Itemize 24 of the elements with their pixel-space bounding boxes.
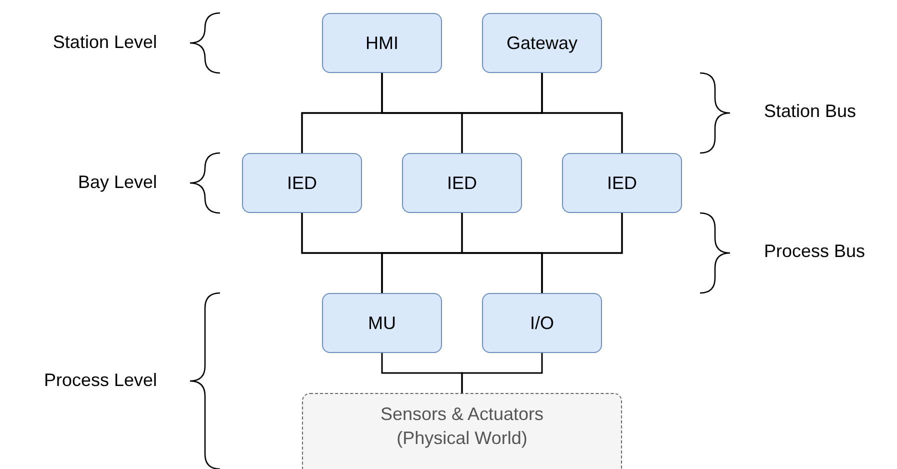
- process-box: [322, 293, 442, 353]
- process-box: [562, 153, 682, 213]
- process-box: [482, 293, 602, 353]
- connector-line: [541, 213, 623, 293]
- node-label: IED: [286, 172, 317, 195]
- level-label: Process Bus: [764, 241, 866, 262]
- level-label: Station Bus: [764, 101, 856, 122]
- node-label: MU: [368, 312, 396, 335]
- node-label: Gateway: [506, 32, 578, 55]
- node-label: IED: [446, 172, 477, 195]
- level-label: Bay Level: [78, 172, 157, 193]
- process-box: [482, 13, 602, 73]
- node-label: IED: [606, 172, 637, 195]
- process-box: [322, 13, 442, 73]
- process-box: [402, 153, 522, 213]
- node-label: I/O: [530, 312, 554, 335]
- process-box: [242, 153, 362, 213]
- node-label: Sensors & Actuators (Physical World): [379, 403, 545, 450]
- node-label: HMI: [366, 32, 398, 55]
- level-label: Process Level: [44, 370, 157, 391]
- connector-line: [541, 73, 623, 153]
- level-label: Station Level: [52, 32, 157, 53]
- connector-line: [461, 353, 543, 393]
- dashed-box: [302, 393, 622, 469]
